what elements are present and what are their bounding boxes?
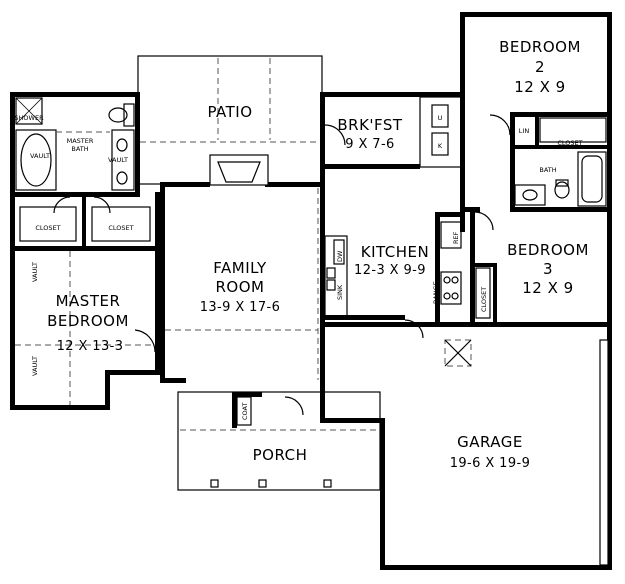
master-bath-label-1: MASTER xyxy=(67,137,94,145)
patio-label: PATIO xyxy=(207,103,252,121)
walls xyxy=(10,12,612,570)
master-bedroom-size: 12 X 13-3 xyxy=(57,339,124,354)
bedroom2-size: 12 X 9 xyxy=(514,78,565,96)
closet-right-label: CLOSET xyxy=(108,224,133,232)
master-bedroom-label-1: MASTER xyxy=(56,292,121,310)
bedroom3-number: 3 xyxy=(543,260,553,278)
vault-right-label: VAULT xyxy=(108,156,128,164)
family-room-label-2: ROOM xyxy=(216,278,265,296)
vault-mb-top-label: VAULT xyxy=(31,262,39,282)
dw-label: DW xyxy=(336,250,344,262)
u-mark: U xyxy=(438,114,443,122)
closet-bed3-label: CLOSET xyxy=(480,287,488,312)
lin-label: LIN xyxy=(519,127,530,135)
range-label: RANGE xyxy=(432,281,440,304)
master-bedroom-label-2: BEDROOM xyxy=(47,312,129,330)
porch-label: PORCH xyxy=(253,446,308,464)
garage-label: GARAGE xyxy=(457,433,523,451)
ref-label: REF xyxy=(452,231,460,244)
coat-label: COAT xyxy=(241,403,249,420)
closet-bed2-label: CLOSET xyxy=(557,139,582,147)
shower-label: SHOWER xyxy=(14,114,44,122)
family-room-size: 13-9 X 17-6 xyxy=(200,300,281,315)
bath-label: BATH xyxy=(539,166,556,174)
k-mark: K xyxy=(438,142,443,150)
dashed-lines xyxy=(15,188,319,405)
kitchen-label: KITCHEN xyxy=(361,243,430,261)
bedroom2-label: BEDROOM xyxy=(499,38,581,56)
bedroom3-size: 12 X 9 xyxy=(522,279,573,297)
garage-size: 19-6 X 19-9 xyxy=(450,456,531,471)
porch xyxy=(177,391,381,491)
breakfast-size: 9 X 7-6 xyxy=(345,137,394,152)
vault-mb-bottom-label: VAULT xyxy=(31,356,39,376)
bedroom2-number: 2 xyxy=(535,58,545,76)
family-room-label-1: FAMILY xyxy=(213,259,267,277)
master-bath-label-2: BATH xyxy=(71,145,88,153)
breakfast-label: BRK'FST xyxy=(337,116,403,134)
kitchen-size: 12-3 X 9-9 xyxy=(354,263,426,278)
sink-label: SINK xyxy=(336,284,344,300)
vault-left-label: VAULT xyxy=(30,152,50,160)
fixtures xyxy=(15,97,607,426)
bedroom3-label: BEDROOM xyxy=(507,241,589,259)
closet-left-label: CLOSET xyxy=(35,224,60,232)
